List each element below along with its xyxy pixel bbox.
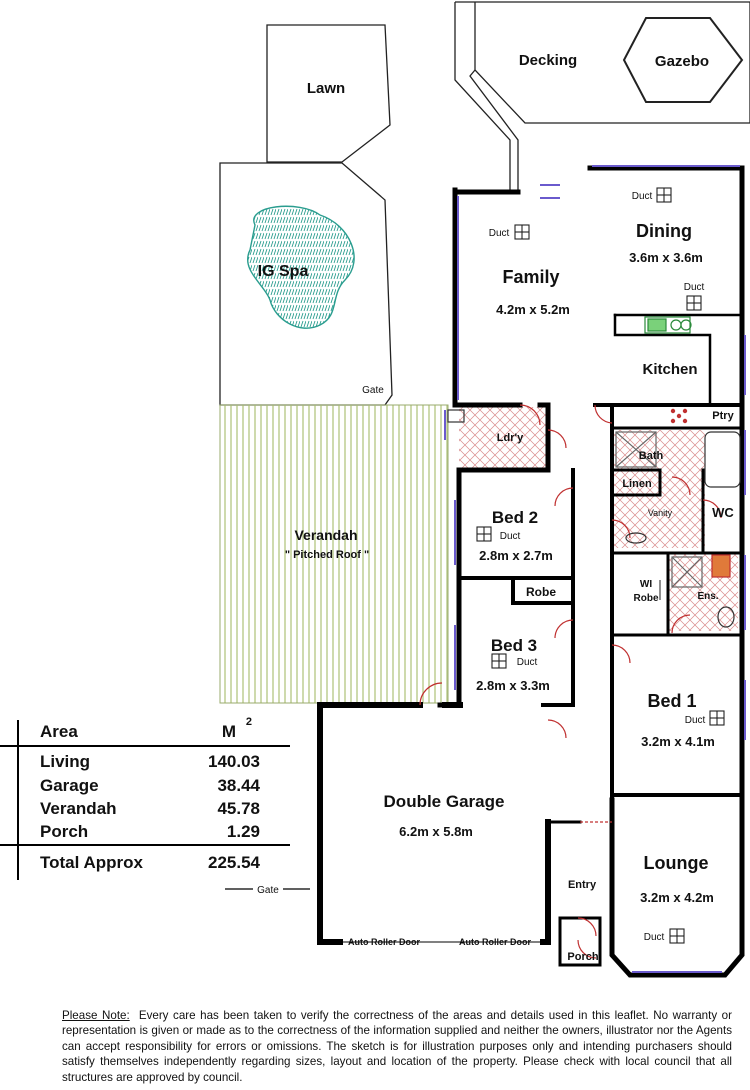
area-row-living: Living 140.03 [40,752,260,774]
walls [317,165,745,978]
area-row-porch: Porch 1.29 [40,822,260,844]
label-bed3-size: 2.8m x 3.3m [476,678,550,693]
label-bath: Bath [639,450,664,462]
label-duct-lounge: Duct [644,932,665,943]
area-row-verandah: Verandah 45.78 [40,799,260,821]
label-bed3-duct: Duct [517,657,538,668]
lawn-outline [266,24,391,163]
spa-pool-icon [247,205,355,329]
label-ensuite: Ens. [697,591,718,602]
label-lounge-size: 3.2m x 4.2m [640,890,714,905]
label-bed2-size: 2.8m x 2.7m [479,548,553,563]
label-gate-top: Gate [362,385,384,396]
area-row-garage: Garage 38.44 [40,776,260,798]
label-verandah-note: " Pitched Roof " [285,549,369,561]
label-wi-robe-1: WI [640,579,652,590]
toilet-icon [711,554,731,578]
label-family-size: 4.2m x 5.2m [496,302,570,317]
label-laundry: Ldr'y [497,432,524,444]
bathtub-icon [704,431,741,488]
area-row-name: Garage [40,776,99,795]
area-table-header: Area M 2 [40,716,260,744]
label-kitchen: Kitchen [642,361,697,378]
area-header-sup: 2 [245,716,252,728]
area-row-name: Verandah [40,799,117,818]
doors [419,404,722,959]
label-bed1: Bed 1 [647,691,696,711]
label-ig-spa: IG Spa [258,263,309,280]
label-lawn: Lawn [307,80,345,97]
windows [444,165,746,973]
area-table-lines [0,720,290,880]
label-duct-dining: Duct [632,191,653,202]
gazebo-icon [622,17,744,103]
label-gate-bottom: Gate [257,885,279,896]
note-body: Every care has been taken to verify the … [62,1009,732,1084]
label-roller-door-1: Auto Roller Door [348,937,420,947]
room-labels: Lawn Decking Gazebo IG Spa Gate Family 4… [257,52,734,963]
label-ptry: Ptry [712,410,734,422]
area-header-unit: M [221,722,236,741]
label-gazebo: Gazebo [655,53,709,70]
label-dining-size: 3.6m x 3.6m [629,250,703,265]
label-bed2-duct: Duct [500,531,521,542]
label-duct-family: Duct [489,228,510,239]
area-row-total: Total Approx 225.54 [40,853,260,875]
label-linen: Linen [622,478,652,490]
fixtures [447,316,741,628]
area-row-name: Living [40,752,91,771]
label-bed3: Bed 3 [491,636,537,655]
label-decking: Decking [519,52,577,69]
label-roller-door-2: Auto Roller Door [459,937,531,947]
cooktop-icon [644,316,691,334]
note-heading: Please Note: [62,1009,130,1022]
label-vanity: Vanity [648,508,673,518]
label-bed1-duct: Duct [685,715,706,726]
label-wc: WC [712,505,734,520]
label-robe: Robe [526,585,556,599]
label-dining: Dining [636,221,692,241]
disclaimer-note: Please Note: Every care has been taken t… [62,1008,732,1085]
area-row-value: 1.29 [226,822,260,841]
label-porch: Porch [567,951,598,963]
label-entry: Entry [568,879,597,891]
duct-icons [476,187,725,944]
label-garage-size: 6.2m x 5.8m [399,824,473,839]
area-header-label: Area [40,722,78,741]
label-verandah: Verandah [294,527,357,543]
area-row-value: 38.44 [217,776,260,795]
label-lounge: Lounge [644,853,709,873]
label-bed2: Bed 2 [492,508,538,527]
vanity-basin-icon [625,532,647,544]
area-total-value: 225.54 [208,853,260,872]
label-double-garage: Double Garage [384,792,505,811]
area-row-value: 45.78 [217,799,260,818]
area-row-value: 140.03 [208,752,260,771]
label-duct-kitchen: Duct [684,282,705,293]
laundry-tiles [459,407,549,469]
floor-plan: Lawn Decking Gazebo IG Spa Gate Family 4… [0,1,750,978]
label-bed1-size: 3.2m x 4.1m [641,734,715,749]
decking-outline [455,1,750,124]
area-row-name: Porch [40,822,89,841]
area-total-label: Total Approx [40,853,143,872]
label-family: Family [502,267,559,287]
label-wi-robe-2: Robe [634,593,659,604]
